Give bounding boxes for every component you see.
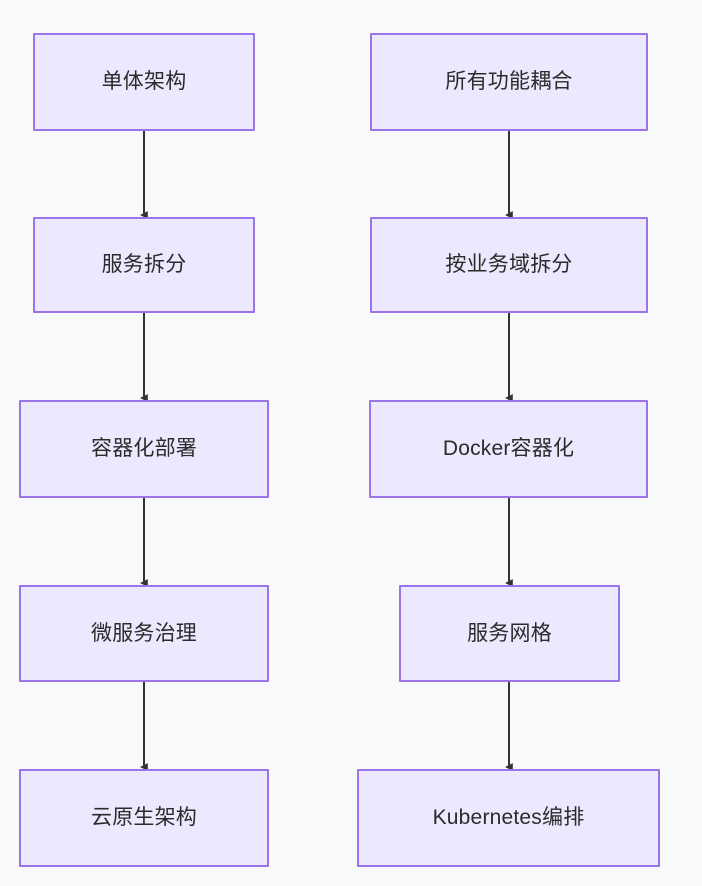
- flowchart-node-label: 微服务治理: [91, 621, 197, 645]
- flowchart-node-c1n5[interactable]: 云原生架构: [19, 769, 269, 867]
- flowchart-node-label: 服务网格: [467, 621, 552, 645]
- flowchart-node-c1n2[interactable]: 服务拆分: [33, 217, 255, 313]
- flowchart-node-c2n5[interactable]: Kubernetes编排: [357, 769, 660, 867]
- flowchart-node-c2n4[interactable]: 服务网格: [399, 585, 620, 682]
- flowchart-node-label: 按业务域拆分: [445, 253, 573, 277]
- flowchart-node-label: 云原生架构: [91, 806, 197, 830]
- flowchart-node-label: 所有功能耦合: [445, 70, 573, 94]
- flowchart-node-c2n3[interactable]: Docker容器化: [369, 400, 648, 498]
- flowchart-node-label: Docker容器化: [442, 437, 575, 461]
- flowchart-node-c2n2[interactable]: 按业务域拆分: [370, 217, 648, 313]
- flowchart-node-c1n1[interactable]: 单体架构: [33, 33, 255, 131]
- flowchart-node-label: 单体架构: [101, 70, 187, 94]
- flowchart-node-label: Kubernetes编排: [432, 806, 585, 830]
- flowchart-node-c1n3[interactable]: 容器化部署: [19, 400, 269, 498]
- flowchart-node-label: 容器化部署: [91, 437, 197, 461]
- flowchart-node-label: 服务拆分: [101, 253, 187, 277]
- flowchart-node-c2n1[interactable]: 所有功能耦合: [370, 33, 648, 131]
- flowchart-node-c1n4[interactable]: 微服务治理: [19, 585, 269, 682]
